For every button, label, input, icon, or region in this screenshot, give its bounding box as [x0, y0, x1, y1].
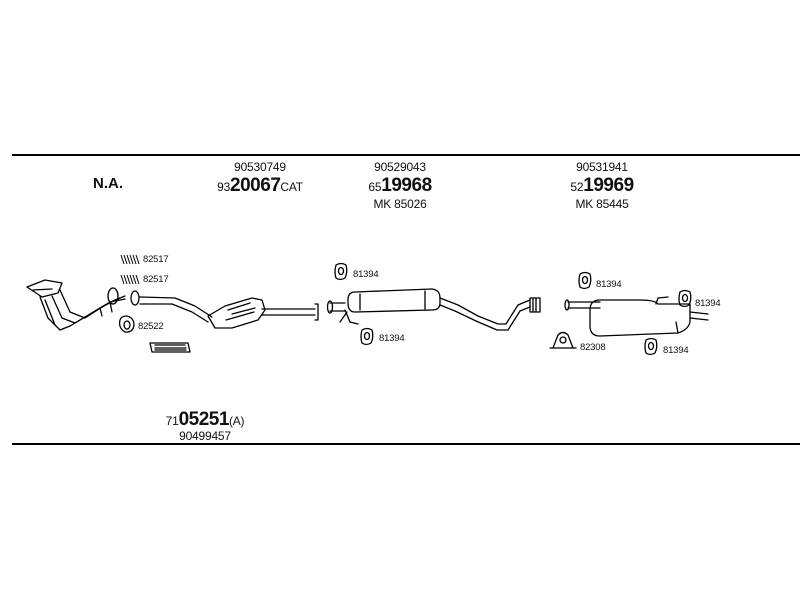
rear-connector-icon [529, 297, 541, 313]
group-prefix: 65 [368, 180, 382, 194]
footer-suffix: (A) [228, 414, 245, 428]
middle-pipe-icon [439, 297, 531, 331]
bottom-divider [12, 443, 800, 445]
rear-silencer-icon [564, 296, 709, 337]
hanger-icon [644, 337, 658, 356]
manifold-group: 7105251(A) 90499457 [150, 409, 260, 443]
part-label-hanger-3: 81394 [596, 279, 622, 290]
na-label: N.A. [93, 175, 123, 192]
hanger-icon [360, 327, 374, 346]
clamp-icon [549, 331, 577, 349]
group-prefix: 52 [570, 180, 584, 194]
intermediate-pipe-icon [261, 303, 319, 321]
hanger-icon [334, 262, 348, 281]
middle-flange-icon [326, 300, 359, 325]
group-suffix: CAT [280, 180, 303, 194]
bolt-icon [120, 254, 140, 265]
part-label-hanger-1: 81394 [353, 269, 379, 280]
part-label-bolt-1: 82517 [143, 254, 169, 265]
part-label-bolt-2: 82517 [143, 274, 169, 285]
part-label-hanger-2: 81394 [379, 333, 405, 344]
group-top-code: 90530749 [234, 160, 286, 174]
group-main-code: 20067 [230, 175, 281, 196]
front-pipe-icon [139, 296, 213, 323]
middle-silencer-icon [347, 288, 441, 313]
footer-code: 90499457 [179, 429, 231, 443]
group-mk-code: MK 85445 [575, 197, 629, 211]
group-main-code: 19969 [583, 175, 634, 196]
part-label-clamp: 82308 [580, 342, 606, 353]
heat-shield-icon [149, 342, 191, 353]
bolt-icon [120, 274, 140, 285]
footer-prefix: 71 [165, 414, 179, 428]
part-label-hanger-5: 81394 [663, 345, 689, 356]
hanger-icon [578, 271, 592, 290]
hanger-icon [678, 289, 692, 308]
catalytic-converter-icon [207, 297, 266, 329]
flange-icon [107, 287, 140, 306]
group-top-code: 90529043 [374, 160, 426, 174]
group-catalyst: 90530749 9320067CAT [205, 160, 315, 197]
group-top-code: 90531941 [576, 160, 628, 174]
group-middle-silencer: 90529043 6519968 MK 85026 [345, 160, 455, 211]
part-label-gasket: 82522 [138, 321, 164, 332]
top-divider [12, 154, 800, 156]
part-label-hanger-4: 81394 [695, 298, 721, 309]
footer-main-code: 05251 [178, 409, 230, 430]
group-mk-code: MK 85026 [373, 197, 427, 211]
gasket-icon [118, 315, 135, 333]
group-prefix: 93 [217, 180, 231, 194]
group-main-code: 19968 [381, 175, 432, 196]
manifold-icon [26, 279, 126, 331]
group-rear-silencer: 90531941 5219969 MK 85445 [547, 160, 657, 211]
